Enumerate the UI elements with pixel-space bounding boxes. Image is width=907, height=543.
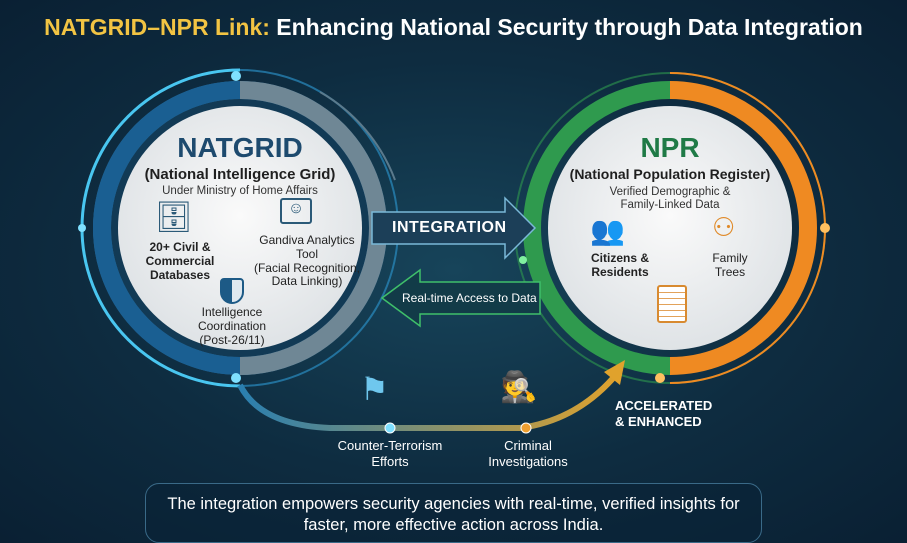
gandiva-label: Gandiva Analytics Tool [259,233,355,261]
title-highlight: NATGRID–NPR Link: [44,14,270,40]
gandiva-detail: (Facial Recognition, Data Linking) [253,260,361,289]
facial-recognition-monitor-icon: ☺ [280,198,312,224]
detective-magnifier-icon: 🕵 [500,371,538,404]
npr-ring-orange [669,81,817,375]
certificate-scroll-icon [657,285,687,323]
coordination-detail: (Post-26/11) [199,332,265,347]
natgrid-full-name: (National Intelligence Grid) [144,166,336,183]
page-title: NATGRID–NPR Link: Enhancing National Sec… [0,14,907,41]
shield-icon [220,278,244,304]
natgrid-title: NATGRID [177,132,303,163]
realtime-label: Real-time Access to Data [402,291,537,305]
footer-text: The integration empowers security agenci… [167,495,740,535]
integration-arrow [371,196,537,260]
title-rest: Enhancing National Security through Data… [269,14,863,40]
natgrid-item-coordination: Intelligence Coordination(Post-26/11) [186,305,278,347]
natgrid-circle [118,106,362,350]
family-tree-icon: ⚇ [712,212,736,242]
outcome-counter-terrorism: Counter-Terrorism Efforts [337,438,443,469]
npr-title: NPR [640,132,700,163]
database-icon: 🗄 [155,201,194,234]
outcome-flow-line [237,368,623,431]
natgrid-item-databases: 20+ Civil & Commercial Databases [145,240,215,282]
footer-summary: The integration empowers security agenci… [145,483,762,543]
soldier-flag-icon: ⚑ [360,371,389,407]
integration-label: INTEGRATION [392,219,507,236]
realtime-arrow [380,268,541,328]
npr-full-name: (National Population Register) [569,166,771,182]
natgrid-item-gandiva: Gandiva Analytics Tool(Facial Recognitio… [250,233,364,289]
outcome-criminal-investigations: Criminal Investigations [488,438,568,469]
npr-description: Verified Demographic & Family-Linked Dat… [609,186,731,212]
coordination-label: Intelligence Coordination [197,305,267,333]
natgrid-ministry: Under Ministry of Home Affairs [162,185,318,197]
people-group-icon: 👥 [590,215,625,246]
accelerated-label: ACCELERATED & ENHANCED [615,398,713,430]
npr-item-family-trees: Family Trees [712,251,748,279]
npr-item-citizens: Citizens & Residents [590,251,649,279]
npr-circle [548,106,792,350]
